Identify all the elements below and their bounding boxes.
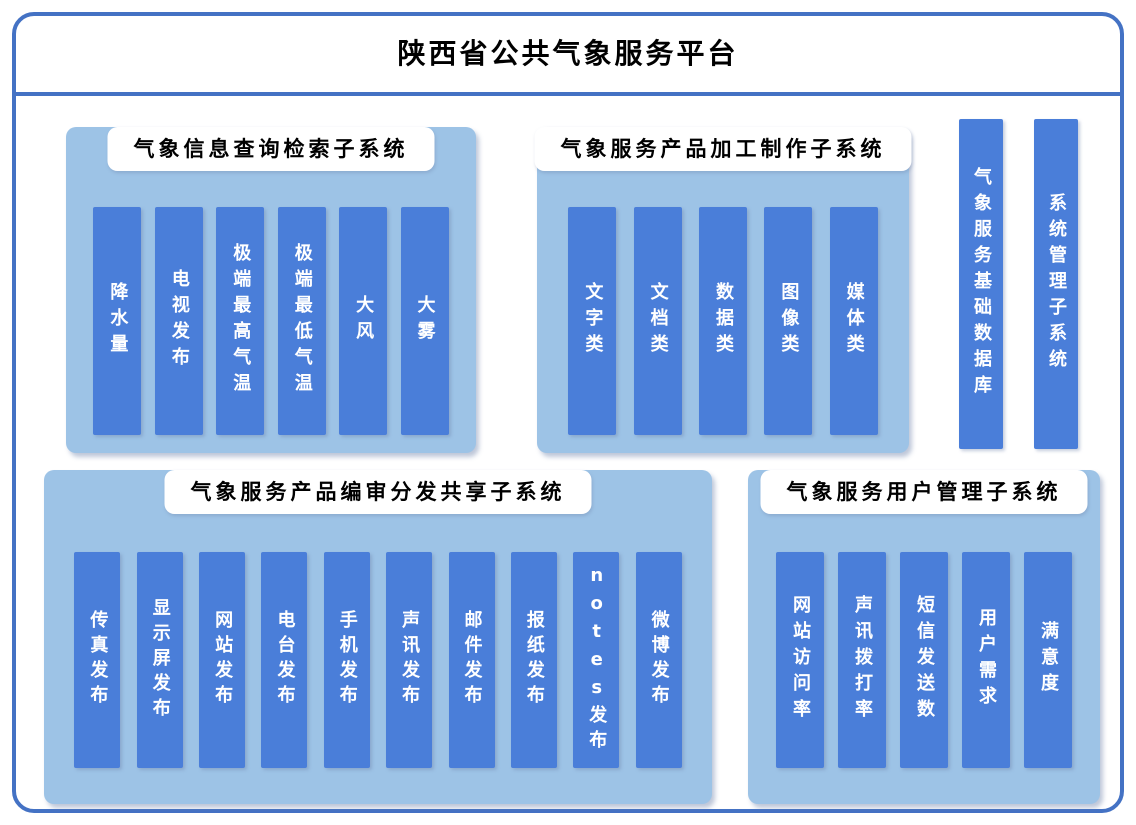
panel-title-user-management: 气象服务用户管理子系统	[760, 470, 1088, 514]
vertical-bar-media-type: 媒体类	[829, 207, 878, 435]
vertical-bar-fax-release: 传真发布	[74, 552, 121, 768]
base-database-bar: 气象服务基础数据库	[959, 119, 1003, 449]
title-divider	[15, 92, 1121, 96]
vertical-bar-email-release: 邮件发布	[448, 552, 495, 768]
vertical-bar-weibo-release: 微博发布	[635, 552, 682, 768]
panel-user-management-subsystem: 气象服务用户管理子系统 网站访问率 声讯拨打率 短信发送数 用户需求 满意度	[748, 470, 1100, 804]
bars-row: 传真发布 显示屏发布 网站发布 电台发布 手机发布 声讯发布 邮件发布 报纸发布…	[58, 552, 698, 768]
panel-product-processing-subsystem: 气象服务产品加工制作子系统 文字类 文档类 数据类 图像类 媒体类	[534, 127, 912, 453]
panel-edit-distribute-share-subsystem: 气象服务产品编审分发共享子系统 传真发布 显示屏发布 网站发布 电台发布 手机发…	[44, 470, 712, 804]
vertical-bar-precipitation: 降水量	[93, 207, 142, 435]
vertical-bar-tv-release: 电视发布	[154, 207, 203, 435]
vertical-bar-extreme-min-temp: 极端最低气温	[277, 207, 326, 435]
vertical-bar-voice-release: 声讯发布	[386, 552, 433, 768]
vertical-bar-extreme-max-temp: 极端最高气温	[216, 207, 265, 435]
system-management-bar: 系统管理子系统	[1034, 119, 1078, 449]
panel-info-query-subsystem: 气象信息查询检索子系统 降水量 电视发布 极端最高气温 极端最低气温 大风 大雾	[66, 127, 476, 453]
vertical-bar-mobile-release: 手机发布	[323, 552, 370, 768]
vertical-bar-sms-sent-count: 短信发送数	[900, 552, 948, 768]
vertical-bar-user-demand: 用户需求	[962, 552, 1010, 768]
vertical-bar-text-type: 文字类	[568, 207, 617, 435]
vertical-bar-satisfaction: 满意度	[1024, 552, 1072, 768]
vertical-bar-data-type: 数据类	[698, 207, 747, 435]
page-title: 陕西省公共气象服务平台	[397, 37, 739, 70]
vertical-bar-image-type: 图像类	[764, 207, 813, 435]
panel-title-info-query: 气象信息查询检索子系统	[107, 127, 435, 171]
bars-row: 文字类 文档类 数据类 图像类 媒体类	[551, 207, 895, 435]
bars-row: 网站访问率 声讯拨打率 短信发送数 用户需求 满意度	[762, 552, 1086, 768]
vertical-bar-strong-wind: 大风	[339, 207, 388, 435]
vertical-bar-document-type: 文档类	[633, 207, 682, 435]
bars-row: 降水量 电视发布 极端最高气温 极端最低气温 大风 大雾	[80, 207, 462, 435]
vertical-bar-display-screen-release: 显示屏发布	[136, 552, 183, 768]
vertical-bar-voice-call-rate: 声讯拨打率	[838, 552, 886, 768]
vertical-bar-notes-release: notes发布	[573, 552, 620, 768]
vertical-bar-heavy-fog: 大雾	[400, 207, 449, 435]
panel-title-edit-distribute: 气象服务产品编审分发共享子系统	[164, 470, 592, 514]
vertical-bar-newspaper-release: 报纸发布	[510, 552, 557, 768]
vertical-bar-website-release: 网站发布	[199, 552, 246, 768]
vertical-bar-site-visit-rate: 网站访问率	[776, 552, 824, 768]
vertical-bar-radio-release: 电台发布	[261, 552, 308, 768]
panel-title-product-processing: 气象服务产品加工制作子系统	[534, 127, 912, 171]
platform-frame: 陕西省公共气象服务平台 气象信息查询检索子系统 降水量 电视发布 极端最高气温 …	[12, 12, 1124, 813]
